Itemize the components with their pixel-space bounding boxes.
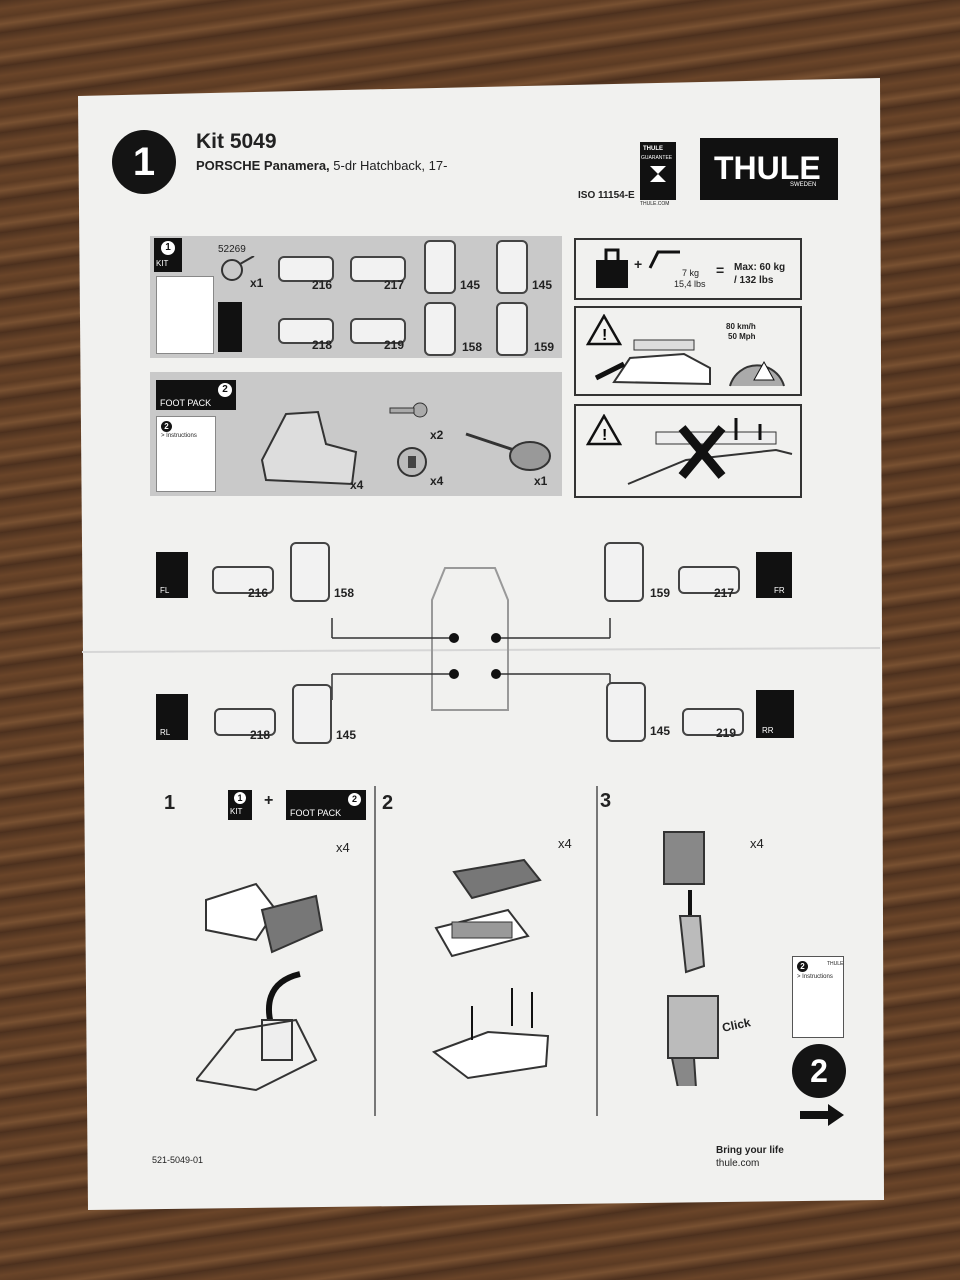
- tagline: Bring your life: [716, 1145, 784, 1156]
- next-step-badge: 2: [792, 1044, 846, 1098]
- next-arrow-icon: [800, 1104, 844, 1126]
- vehicle-line: PORSCHE Panamera, 5-dr Hatchback, 17-: [196, 158, 448, 173]
- fl-pad: 216: [248, 586, 269, 600]
- tool-qty: x1: [534, 474, 548, 488]
- fl-position-icon: FL: [156, 552, 188, 598]
- load-limit-box: + 7 kg 15,4 lbs = Max: 60 kg / 132 lbs: [574, 238, 802, 300]
- cable-icon: [221, 256, 255, 281]
- part-145b: 145: [532, 278, 553, 292]
- svg-text:!: !: [602, 427, 607, 444]
- website: thule.com: [716, 1158, 760, 1169]
- lock-cylinder-icon: [397, 447, 427, 477]
- fr-foot-icon: [604, 542, 644, 602]
- foot-159-icon: [496, 302, 528, 356]
- step-divider-1: [374, 786, 376, 1116]
- warning-triangle-icon-2: !: [586, 414, 622, 446]
- lock-qty: x4: [430, 474, 444, 488]
- rl-pad: 218: [250, 728, 271, 742]
- rl-foot: 145: [336, 728, 357, 742]
- speed-warning-box: ! 80 km/h 50 Mph: [574, 306, 802, 396]
- warning-triangle-icon: !: [586, 314, 622, 346]
- rl-position-icon: RL: [156, 694, 188, 740]
- step-badge: 1: [112, 130, 176, 194]
- fr-foot: 159: [650, 586, 671, 600]
- torque-tool-icon: [465, 432, 551, 471]
- step-1-foot-badge: 2 FOOT PACK: [286, 790, 366, 820]
- fr-pad: 217: [714, 586, 735, 600]
- rr-position-icon: RR: [756, 690, 794, 738]
- part-218: 218: [312, 338, 333, 352]
- part-145a: 145: [460, 278, 481, 292]
- document-code: 521-5049-01: [152, 1155, 204, 1165]
- key-qty: x2: [430, 428, 444, 442]
- speedometer-icon: [729, 360, 785, 387]
- guarantee-url: THULE.COM: [640, 201, 670, 207]
- rr-foot: 145: [650, 724, 671, 738]
- rl-pad-icon: [214, 708, 276, 736]
- step-3-number: 3: [600, 790, 612, 812]
- roof-bars-icon: [648, 250, 680, 269]
- step-3-illustration: [663, 831, 719, 1086]
- weight-icon: [596, 248, 628, 288]
- foot-pad-icon: [260, 410, 358, 486]
- part-217: 217: [384, 278, 405, 292]
- cable-qty: x1: [250, 276, 264, 290]
- kit-instruction-thumbnail: [156, 276, 214, 354]
- step-1-qty: x4: [336, 840, 350, 855]
- kit-title: Kit 5049: [196, 130, 277, 153]
- cable-code: 52269: [218, 244, 246, 255]
- step-divider-2: [596, 786, 598, 1116]
- kit-badge: 1 KIT: [154, 238, 182, 272]
- foot-145-icon: [424, 240, 456, 294]
- lift-warning-box: !: [574, 404, 802, 498]
- step-1-number: 1: [164, 792, 176, 814]
- fl-foot: 158: [334, 586, 355, 600]
- fr-pad-icon: [678, 566, 740, 594]
- foot-qty: x4: [350, 478, 364, 492]
- part-158: 158: [462, 340, 483, 354]
- pad-219-icon: [350, 318, 406, 344]
- car-with-load-icon: [594, 339, 711, 386]
- rl-foot-icon: [292, 684, 332, 744]
- key-icon: [389, 402, 428, 418]
- fl-foot-icon: [290, 542, 330, 602]
- step-2-qty: x4: [558, 836, 572, 851]
- car-topview-diagram: [331, 567, 611, 711]
- part-159: 159: [534, 340, 555, 354]
- no-lifting-icon: [627, 418, 793, 485]
- pad-218-icon: [278, 318, 334, 344]
- guarantee-icon: THULE GUARANTEE: [640, 142, 676, 200]
- svg-text:!: !: [602, 327, 607, 344]
- step-3-qty: x4: [750, 836, 764, 851]
- foot-pack-instructions: 2 > Instructions: [156, 416, 216, 492]
- step-1-plus: +: [264, 792, 274, 809]
- rr-pad-icon: [682, 708, 744, 736]
- step-2-illustration: [431, 858, 550, 1080]
- foot-145b-icon: [496, 240, 528, 294]
- part-219: 219: [384, 338, 405, 352]
- step-2-number: 2: [382, 792, 394, 814]
- foot-pack-badge: 2 FOOT PACK: [156, 380, 236, 410]
- foot-158-icon: [424, 302, 456, 356]
- rr-pad: 219: [716, 726, 737, 740]
- iso-code: ISO 11154-E: [578, 190, 635, 201]
- step-1-illustration: [196, 882, 324, 1092]
- rr-foot-icon: [606, 682, 646, 742]
- car-position-icon: [218, 302, 242, 352]
- fl-pad-icon: [212, 566, 274, 594]
- next-instructions-thumbnail: 2 > Instructions THULE: [792, 956, 844, 1038]
- pad-216-icon: [278, 256, 334, 282]
- part-216: 216: [312, 278, 333, 292]
- step-1-kit-badge: 1 KIT: [228, 790, 252, 820]
- fr-position-icon: FR: [756, 552, 792, 598]
- pad-217-icon: [350, 256, 406, 282]
- thule-logo: THULE SWEDEN: [700, 138, 838, 200]
